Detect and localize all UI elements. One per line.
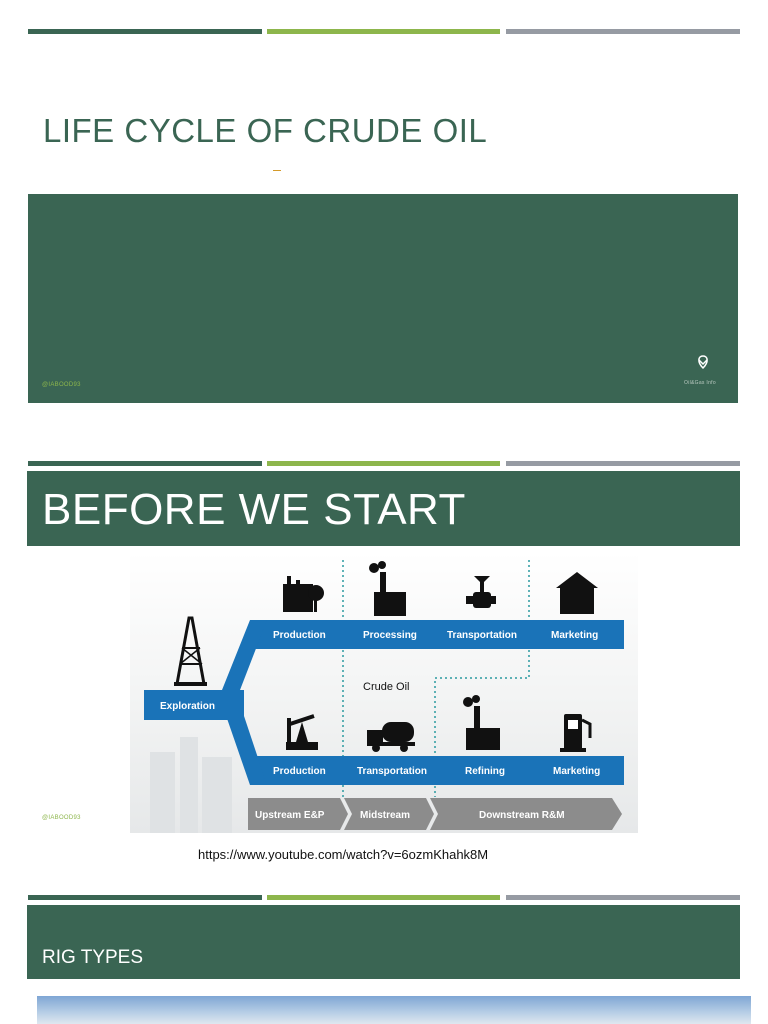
title-underline-dash [273,170,281,171]
slide1-content-panel: @IABOOD93 Oil&Gas Info [28,194,738,403]
segment-upstream [248,798,348,830]
slide-title-life-cycle: LIFE CYCLE OF CRUDE OIL [43,112,488,149]
label-top-transportation: Transportation [447,630,517,641]
bottom-flow-band [250,756,624,785]
segment-downstream [430,798,622,830]
accent-bar-gray [506,461,740,466]
author-handle: @IABOOD93 [42,815,81,821]
slide2-header: BEFORE WE START [27,471,740,546]
label-crude-oil: Crude Oil [363,681,409,693]
slide3-header: RIG TYPES [27,905,740,979]
production-facility-icon [283,576,324,612]
label-top-production: Production [273,630,326,641]
label-downstream: Downstream R&M [479,810,565,821]
brand-logo-text: Oil&Gas Info [684,380,716,386]
label-exploration: Exploration [160,701,215,712]
oil-value-chain-diagram: Exploration Crude Oil Production Process… [130,552,638,833]
accent-bar-lime [267,29,500,34]
fuel-pump-icon [560,714,592,752]
label-top-processing: Processing [363,630,417,641]
accent-bar-green [28,461,262,466]
processing-plant-icon [369,561,406,616]
accent-bar-gray [506,895,740,900]
label-bottom-refining: Refining [465,766,505,777]
label-upstream: Upstream E&P [255,810,325,821]
slide-title-before-we-start: BEFORE WE START [42,485,466,534]
video-link[interactable]: https://www.youtube.com/watch?v=6ozmKhah… [198,847,489,862]
label-bottom-transportation: Transportation [357,766,427,777]
accent-bar-green [28,29,262,34]
label-bottom-marketing: Marketing [553,766,600,777]
label-midstream: Midstream [360,810,410,821]
brand-logo [692,354,714,378]
label-bottom-production: Production [273,766,326,777]
label-top-marketing: Marketing [551,630,598,641]
pipeline-valve-icon [466,576,496,608]
exploration-box [144,690,244,720]
accent-bar-lime [267,895,500,900]
accent-bar-gray [506,29,740,34]
accent-bar-green [28,895,262,900]
slide-title-rig-types: RIG TYPES [42,947,144,968]
rig-photo-sky [37,996,751,1024]
store-house-icon [556,572,598,614]
tanker-truck-icon [367,722,415,752]
top-flow-band [250,620,624,649]
author-handle: @IABOOD93 [42,382,81,388]
pumpjack-icon [286,714,318,750]
accent-bar-lime [267,461,500,466]
oil-derrick-icon [174,616,207,686]
refinery-icon [463,695,500,750]
segment-midstream [344,798,434,830]
